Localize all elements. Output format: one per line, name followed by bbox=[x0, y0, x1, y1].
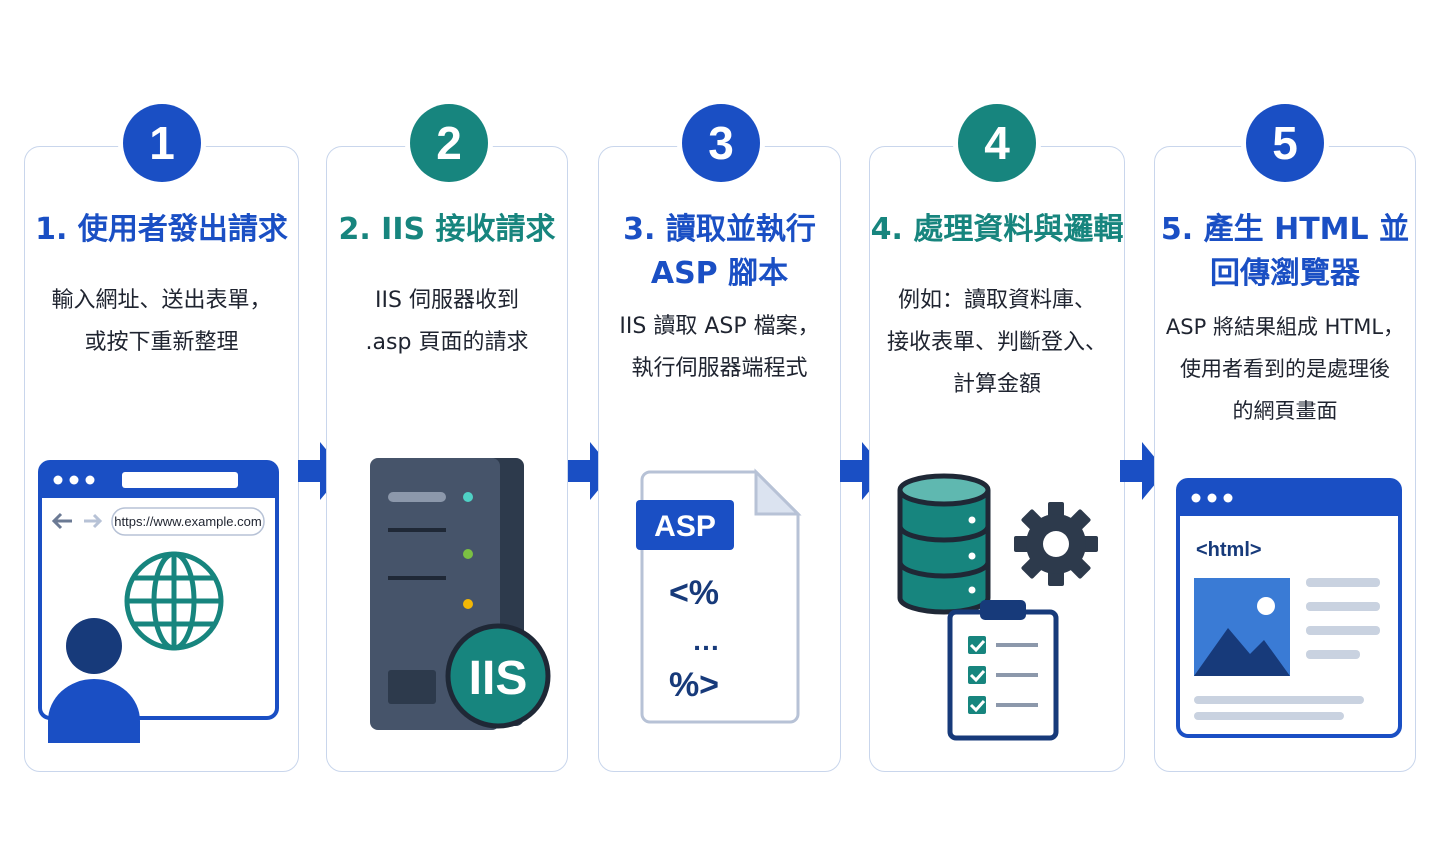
html-tag-text: <html> bbox=[1196, 539, 1262, 561]
forward-arrow-icon bbox=[84, 513, 103, 529]
window-dot-icon bbox=[1223, 493, 1233, 503]
iis-badge-icon: IIS bbox=[445, 623, 551, 729]
step-4-description: 例如：讀取資料庫、 接收表單、判斷登入、 計算金額 bbox=[886, 288, 1107, 397]
status-light-icon bbox=[463, 549, 473, 559]
step-5-title: 5. 產生 HTML 並 回傳瀏覽器 bbox=[1160, 212, 1410, 291]
flow-arrow-icon bbox=[840, 442, 886, 500]
html-page-illustration: <html> bbox=[1176, 478, 1402, 738]
status-light-icon bbox=[463, 492, 473, 502]
step-4-title: 4. 處理資料與邏輯 bbox=[870, 212, 1124, 247]
step-2-description: IIS 伺服器收到 .asp 頁面的請求 bbox=[365, 288, 529, 355]
svg-text:<%: <% bbox=[669, 574, 719, 612]
step-3-number-badge: 3 bbox=[682, 104, 760, 182]
step-2-number-badge: 2 bbox=[410, 104, 488, 182]
svg-text:%>: %> bbox=[669, 666, 719, 704]
data-processing-illustration bbox=[897, 473, 1098, 741]
globe-icon bbox=[124, 551, 224, 651]
step-4-number-badge: 4 bbox=[958, 104, 1036, 182]
asp-tag bbox=[636, 500, 734, 550]
step-3-title: 3. 讀取並執行 ASP 腳本 bbox=[623, 212, 816, 291]
step-3-description: IIS 讀取 ASP 檔案， 執行伺服器端程式 bbox=[619, 314, 820, 381]
step-1-title: 1. 使用者發出請求 bbox=[35, 212, 288, 247]
image-placeholder-icon bbox=[1194, 578, 1290, 676]
window-dot-icon bbox=[53, 475, 63, 485]
database-icon bbox=[897, 473, 991, 615]
asp-file-illustration: ASP <% … %> bbox=[636, 468, 802, 724]
flow-arrow-icon bbox=[1120, 442, 1166, 500]
svg-text:…: … bbox=[692, 625, 720, 656]
svg-text:IIS: IIS bbox=[469, 652, 528, 705]
svg-text:ASP: ASP bbox=[654, 510, 716, 543]
window-dot-icon bbox=[1191, 493, 1201, 503]
window-dot-icon bbox=[1207, 493, 1217, 503]
step-5-number-badge: 5 bbox=[1246, 104, 1324, 182]
step-2-title: 2. IIS 接收請求 bbox=[338, 212, 556, 247]
window-dot-icon bbox=[69, 475, 79, 485]
step-1-description: 輸入網址、送出表單， 或按下重新整理 bbox=[51, 288, 272, 355]
status-light-icon bbox=[463, 599, 473, 609]
checklist-clipboard-icon bbox=[947, 600, 1059, 741]
browser-window-illustration: https://www.example.com bbox=[38, 460, 279, 743]
step-5-description: ASP 將結果組成 HTML， 使用者看到的是處理後 的網頁畫面 bbox=[1165, 315, 1405, 423]
back-arrow-icon bbox=[51, 512, 72, 530]
user-avatar-icon bbox=[48, 618, 140, 743]
server-illustration: IIS bbox=[370, 458, 551, 730]
flow-arrow-icon bbox=[298, 442, 344, 500]
url-text: https://www.example.com bbox=[114, 514, 261, 529]
gear-icon bbox=[1014, 502, 1098, 586]
window-dot-icon bbox=[85, 475, 95, 485]
step-1-number-badge: 1 bbox=[123, 104, 201, 182]
flow-arrow-icon bbox=[568, 442, 614, 500]
